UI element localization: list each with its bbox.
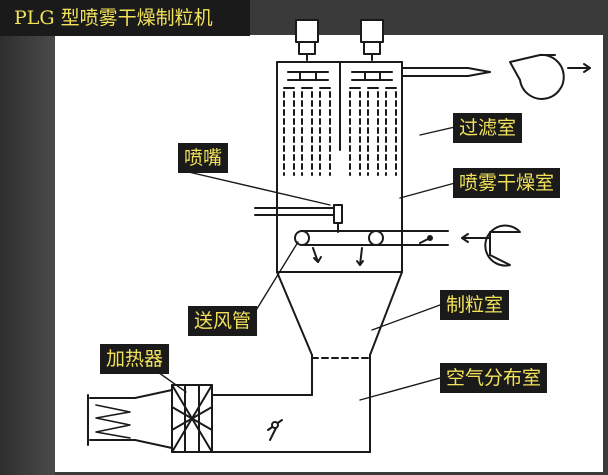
filter-bags: [283, 91, 397, 176]
motor-right: [360, 19, 384, 61]
air-inlet: [87, 389, 173, 449]
label-granulation-room: 制粒室: [440, 290, 510, 320]
granulation-cone: [276, 271, 403, 359]
heater-unit: [171, 384, 213, 453]
page-title: PLG 型喷雾干燥制粒机: [0, 0, 250, 36]
nozzle-pipe: [254, 204, 343, 233]
filter-shaker: [287, 71, 393, 81]
spray-arrows: [312, 247, 364, 266]
exhaust-arrow: [567, 63, 591, 73]
label-heater: 加热器: [100, 344, 170, 374]
main-chamber: [276, 61, 403, 273]
conveyor: [294, 230, 449, 246]
exhaust-fan: [509, 53, 565, 100]
exhaust-duct: [401, 67, 491, 77]
label-air-duct: 送风管: [188, 306, 258, 336]
label-nozzle: 喷嘴: [178, 143, 229, 173]
diagram-panel: [55, 35, 603, 472]
air-distribution-box: [209, 354, 371, 453]
left-frame: [0, 0, 55, 475]
label-spray-dry-room: 喷雾干燥室: [453, 168, 561, 198]
label-filter-room: 过滤室: [453, 113, 523, 143]
motor-left: [295, 19, 319, 61]
label-air-distribution-room: 空气分布室: [440, 363, 548, 393]
intake-fan: [461, 224, 521, 267]
heated-air-duct: [211, 394, 313, 453]
